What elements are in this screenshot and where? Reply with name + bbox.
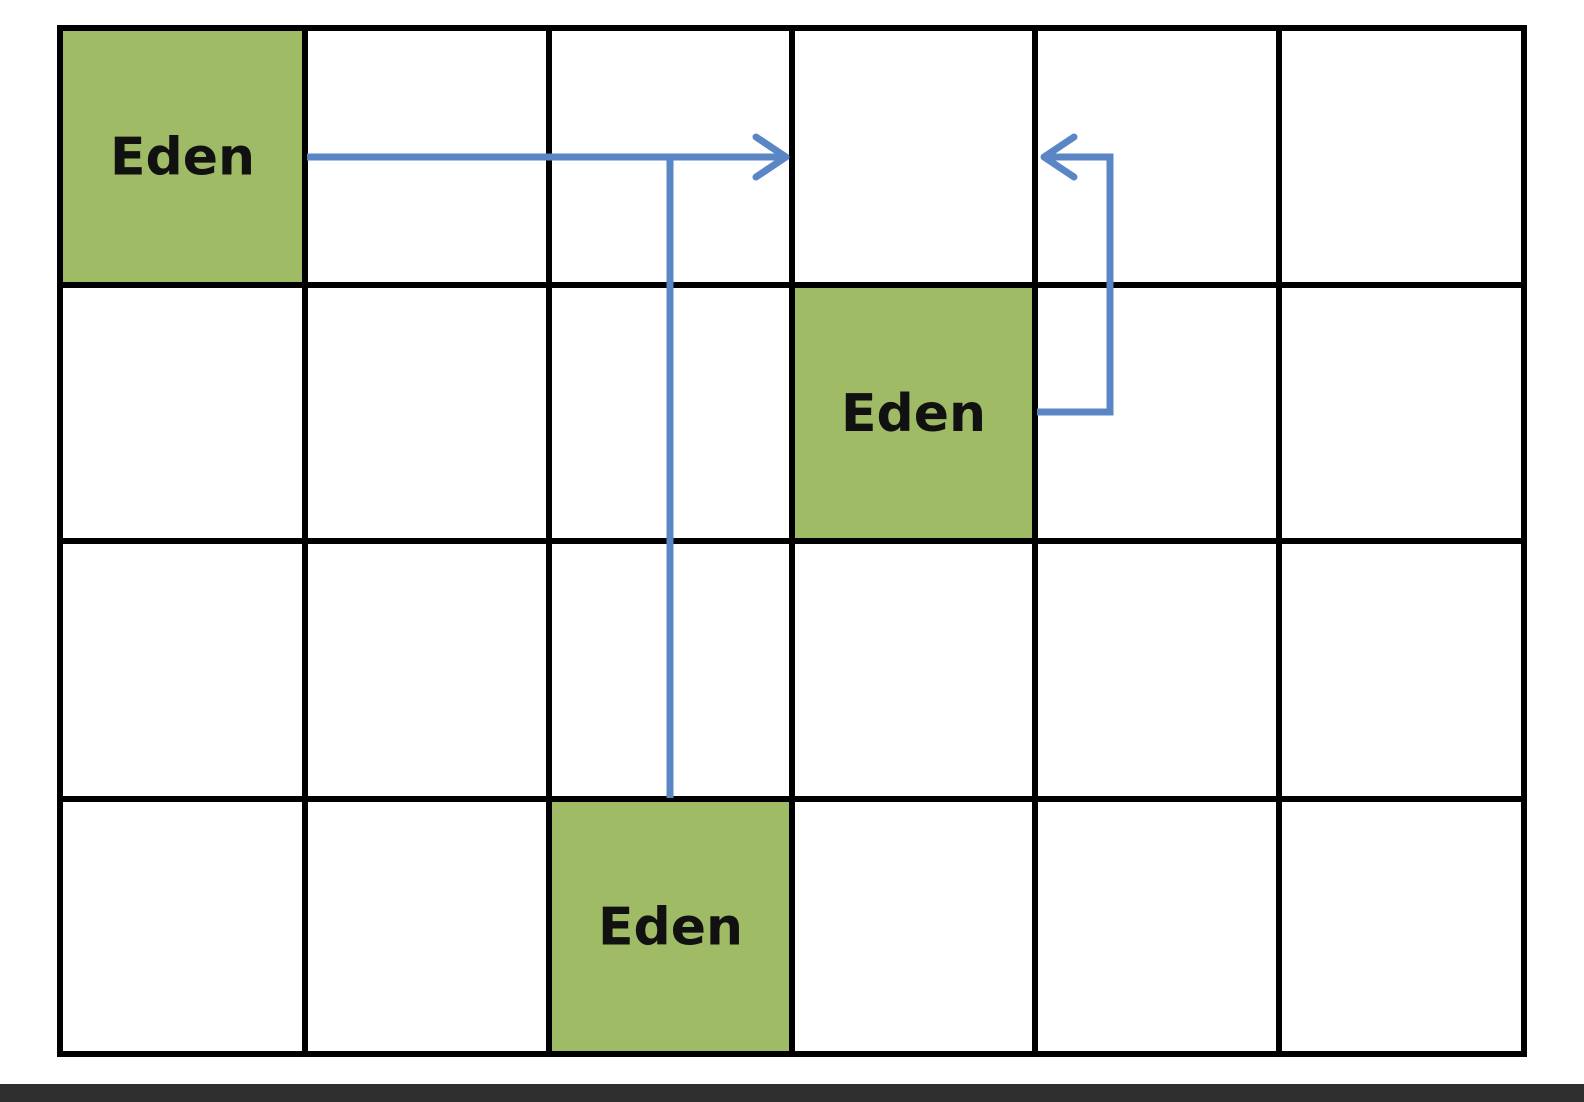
eden-label-0: Eden xyxy=(110,128,255,188)
arrow-from-eden-middle xyxy=(1037,153,1114,416)
arrowhead-left-icon xyxy=(1040,133,1078,181)
eden-region-1 xyxy=(789,282,1038,544)
grid-lines xyxy=(57,25,1527,1057)
bottom-strip xyxy=(0,1084,1584,1102)
arrowhead-right-icon xyxy=(752,133,790,181)
copy-arrows xyxy=(307,133,1114,798)
eden-label-2: Eden xyxy=(598,898,743,958)
eden-label-1: Eden xyxy=(841,384,986,444)
